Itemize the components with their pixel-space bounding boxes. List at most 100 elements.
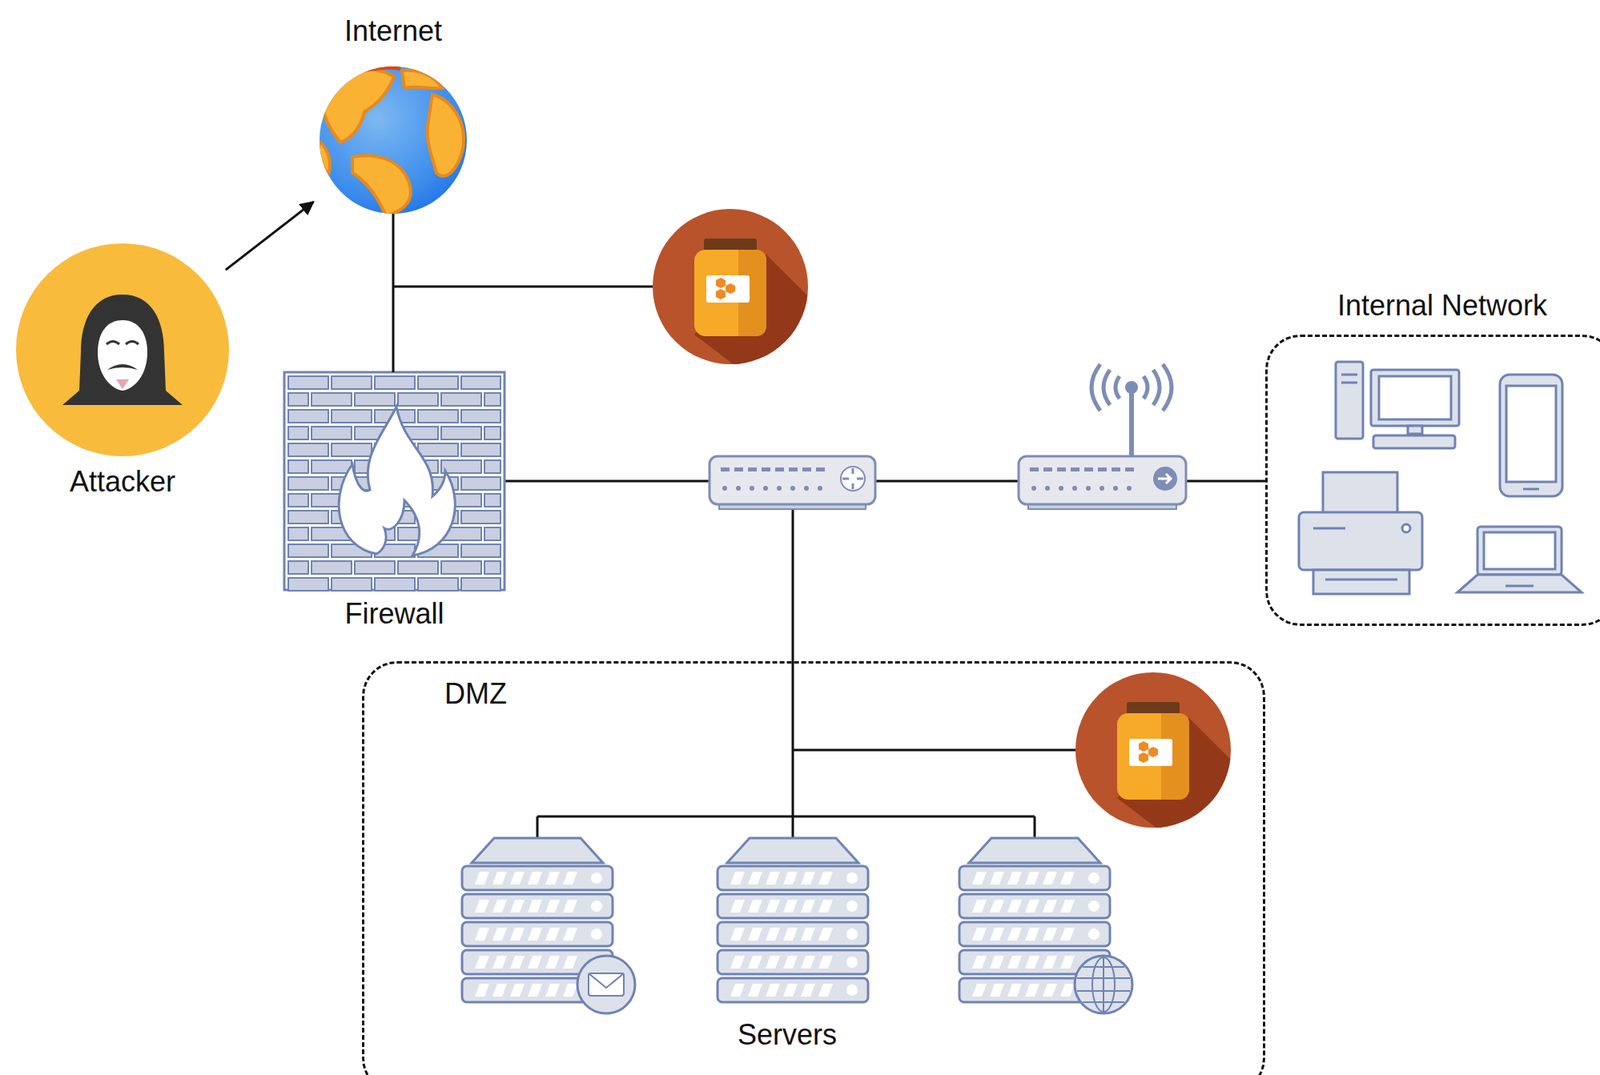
- server-rack-part-part: [846, 984, 858, 997]
- server-rack-part-part: [747, 984, 763, 997]
- firewall-icon-part-part: [397, 393, 439, 407]
- firewall-icon-part-part: [288, 477, 329, 491]
- server-rack-part: [462, 838, 636, 1014]
- server-rack-part-part: [545, 984, 560, 997]
- network-switch-part-part: [749, 486, 755, 491]
- server-rack-part-part: [1060, 928, 1075, 941]
- server-rack-part-part: [1042, 956, 1058, 969]
- server-rack-part-part: [717, 866, 869, 891]
- group-label: Servers: [462, 1017, 1113, 1054]
- server-rack-part-part: [562, 956, 578, 969]
- server-rack-part-part: [462, 922, 613, 947]
- network-switch-part: [840, 466, 865, 491]
- network-wire-part: [792, 749, 1076, 752]
- server-rack-part-part: [492, 900, 507, 913]
- network-router-part-part: [1043, 467, 1053, 472]
- internal-device-part: [1341, 381, 1358, 385]
- server-rack-part-part: [510, 956, 525, 969]
- server-rack-part-part: [1042, 928, 1058, 941]
- node-label: Firewall: [284, 596, 505, 632]
- internet-globe-part-part: [320, 69, 394, 143]
- network-switch-part: [842, 468, 864, 490]
- internal-device-part: [1457, 574, 1582, 593]
- network-wire-part: [393, 285, 653, 289]
- server-rack-part-part: [474, 984, 490, 997]
- internal-device-part: [1505, 585, 1534, 588]
- server-rack-part-part: [989, 956, 1005, 969]
- network-switch-part: [720, 467, 825, 491]
- server-rack-part-part: [972, 956, 987, 969]
- server-rack-part-part: [1060, 984, 1075, 997]
- firewall-icon-part-part: [397, 561, 439, 575]
- network-router-part-part: [1097, 467, 1107, 472]
- internet-globe-part-part: [402, 70, 443, 89]
- internal-device-part: [1335, 361, 1363, 439]
- server-rack-part-part: [492, 928, 507, 941]
- firewall-icon-part-part: [331, 376, 372, 390]
- server-rack-part-part: [510, 984, 525, 997]
- network-switch-part-part: [817, 486, 823, 491]
- network-switch-part-part: [720, 467, 730, 472]
- firewall-icon-part-part: [331, 410, 372, 423]
- server-rack-part-part: [562, 872, 578, 885]
- network-router-part-part: [1099, 486, 1105, 491]
- server-rack-part-part: [989, 900, 1005, 913]
- network-router-part-part: [1031, 486, 1037, 491]
- server-rack-part-part: [577, 956, 636, 1014]
- server-rack-part-part: [1042, 984, 1058, 997]
- attacker-node: Attacker: [16, 243, 230, 457]
- zone-label: Internal Network: [1267, 288, 1600, 324]
- network-router-part: [1129, 392, 1134, 457]
- server-rack-part-part: [474, 900, 490, 913]
- server-rack-part-part: [545, 956, 560, 969]
- firewall-icon-part-part: [331, 443, 372, 457]
- internal-device-part: [1499, 374, 1563, 497]
- firewall-icon-part-part: [441, 460, 482, 474]
- node-label: Internet: [319, 13, 467, 49]
- server-rack-part-part: [1060, 956, 1075, 969]
- server-rack-part-part: [510, 928, 525, 941]
- firewall-icon-part-part: [484, 527, 501, 541]
- network-router-part-part: [1111, 467, 1121, 472]
- network-router-part-part: [1113, 486, 1118, 491]
- server-rack-part-part: [730, 984, 745, 997]
- server-rack-part-part: [959, 894, 1110, 919]
- network-wire-part: [536, 816, 539, 839]
- network-router-part-part: [1084, 467, 1094, 472]
- server-rack-part-part: [727, 838, 859, 864]
- firewall-icon-part-part: [461, 578, 501, 591]
- server-group: Servers: [462, 836, 1113, 1054]
- network-switch-part-part: [734, 467, 744, 472]
- firewall-icon-part-part: [418, 376, 459, 390]
- server-rack-part-part: [1007, 900, 1022, 913]
- attacker-icon-part: [16, 243, 230, 457]
- zone-label: DMZ: [364, 676, 1263, 712]
- network-router-part: [1157, 474, 1171, 484]
- server-rack-part-part: [818, 984, 833, 997]
- firewall-icon-part-part: [288, 393, 309, 407]
- server-rack-part-part: [846, 956, 858, 969]
- network-router-part-part: [1029, 467, 1039, 472]
- network-switch-part-part: [775, 467, 784, 472]
- server-rack-part-part: [717, 894, 869, 919]
- network-router-part-part: [1058, 486, 1064, 491]
- server-rack-part-part: [989, 928, 1005, 941]
- network-router-part-part: [1072, 486, 1078, 491]
- network-router-part-part: [1126, 486, 1132, 491]
- server-rack-part-part: [545, 872, 560, 885]
- server-rack-part-part: [972, 984, 987, 997]
- server-rack-part-part: [474, 872, 490, 885]
- server-rack-part-part: [1007, 956, 1022, 969]
- network-router-part-part: [1070, 467, 1080, 472]
- firewall-icon-part-part: [418, 578, 459, 591]
- server-rack-part-part: [1102, 957, 1105, 1013]
- server-rack-part-part: [527, 900, 543, 913]
- network-wire-part: [537, 816, 1035, 819]
- server-rack-part-part: [1007, 928, 1022, 941]
- firewall-icon-part-part: [288, 410, 329, 423]
- server-rack-part-part: [800, 872, 816, 885]
- network-switch: [709, 456, 876, 510]
- network-router-part: [1029, 467, 1134, 491]
